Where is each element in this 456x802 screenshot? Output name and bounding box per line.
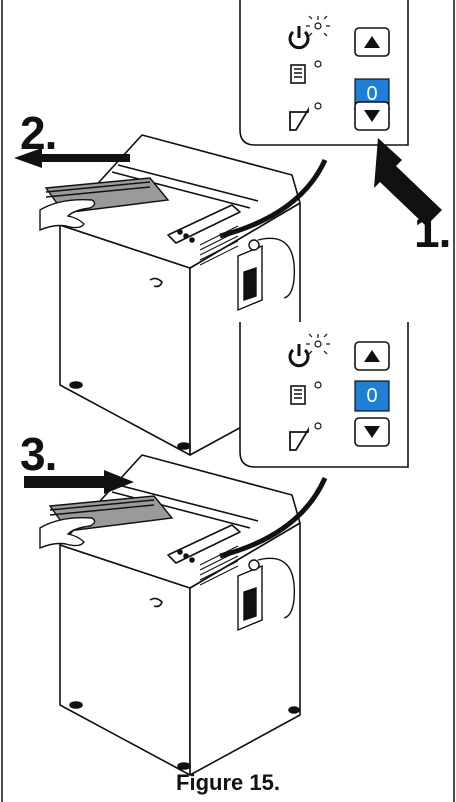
counter-display-bottom (354, 380, 390, 412)
pointing-arrow-icon (374, 138, 442, 226)
bin-full-icon-bottom (290, 381, 322, 405)
down-arrow-icon-bottom (364, 426, 380, 438)
step-label-1: 1. (414, 205, 451, 257)
step-label-3: 3. (20, 428, 57, 480)
oil-bottle-icon-bottom (237, 557, 296, 632)
power-icon (288, 26, 310, 50)
hand-icon-bottom (39, 517, 96, 550)
power-led-blinking (306, 15, 330, 37)
shredder-bottom (59, 454, 301, 776)
counter-value-top: 0 (366, 83, 378, 105)
up-arrow-icon-bottom (364, 350, 380, 362)
power-icon-bottom (288, 344, 310, 368)
bin-full-icon (290, 60, 322, 84)
arrow-step-3 (24, 470, 134, 494)
power-led-blinking-bottom (306, 333, 330, 355)
step-label-2: 2. (20, 107, 57, 159)
down-arrow-icon (364, 110, 380, 122)
arrow-step-2 (14, 148, 130, 168)
door-icon-bottom (289, 422, 322, 451)
counter-value-bottom: 0 (366, 385, 378, 407)
figure-caption: Figure 15. (176, 770, 280, 795)
hand-icon (39, 199, 96, 232)
panel-top (219, 0, 409, 239)
panel-bottom (219, 322, 409, 559)
oil-bottle-icon (237, 237, 296, 312)
door-icon (289, 102, 322, 131)
up-arrow-icon (364, 36, 380, 48)
